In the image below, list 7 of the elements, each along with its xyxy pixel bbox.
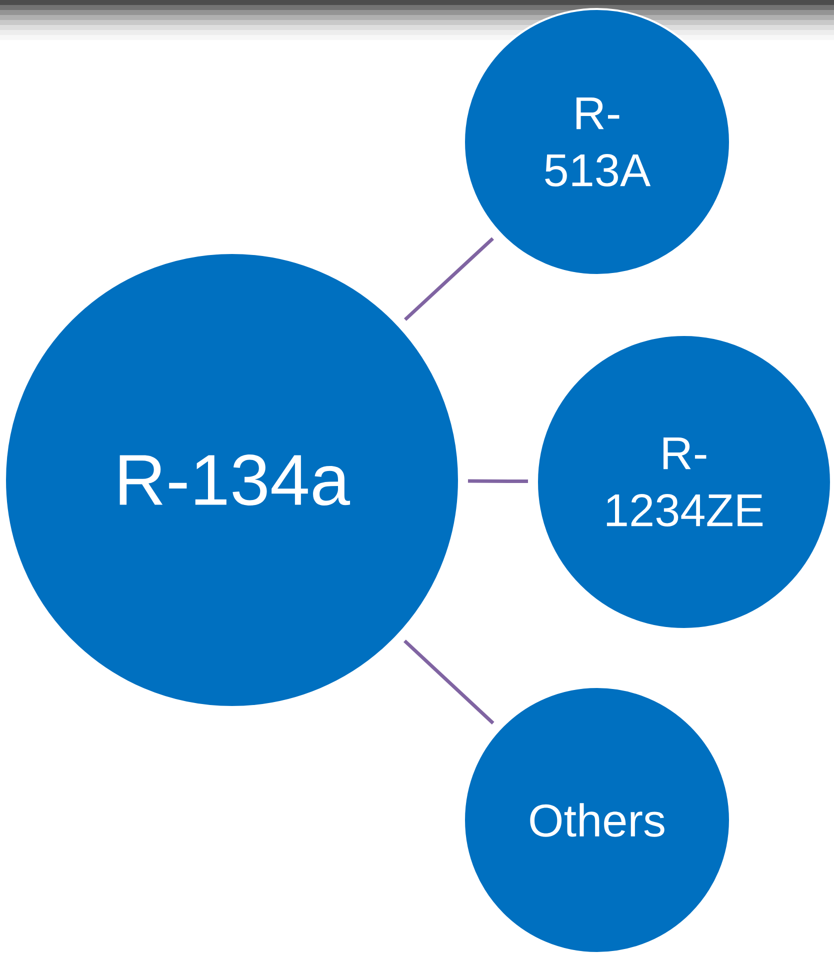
circle-node: R-134a — [4, 252, 460, 708]
connector-line — [404, 640, 494, 724]
connector-line — [468, 479, 528, 484]
connector-line — [404, 237, 494, 321]
circle-node: Others — [463, 686, 731, 954]
circle-node: R- 1234ZE — [536, 334, 832, 630]
circle-node: R- 513A — [463, 8, 731, 276]
